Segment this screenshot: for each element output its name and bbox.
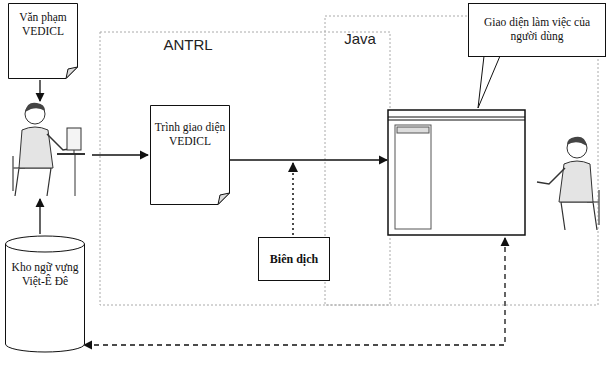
- callout-box: Giao diện làm việc của người dùng: [468, 3, 606, 57]
- document-shape: Văn phạm VEDICL: [8, 3, 78, 79]
- document-border: [151, 106, 230, 205]
- node-text: Giao diện làm việc của người dùng: [469, 16, 605, 44]
- database-cylinder: Kho ngữ vựng Việt-Ê Đê: [5, 235, 85, 353]
- cylinder-rim: [6, 244, 85, 252]
- callout-tail: [478, 56, 500, 108]
- compile-arrow: [292, 163, 294, 235]
- cylinder-outline: [5, 235, 85, 353]
- process-box: Biên dịch: [258, 237, 330, 281]
- document-shape: Trình giao diện VEDICL: [150, 105, 230, 205]
- feedback-arrow: [84, 238, 505, 345]
- input-arrow: [39, 199, 40, 234]
- node-text: Văn phạm VEDICL: [8, 11, 78, 39]
- region-label: Java: [344, 30, 376, 47]
- node-text: Biên dịch: [259, 252, 329, 266]
- document-outline: [150, 105, 230, 205]
- region-label: ANTRL: [163, 36, 212, 53]
- developer-figure: [13, 103, 85, 196]
- antlr-region: [100, 32, 390, 305]
- build-arrow: [92, 154, 148, 155]
- node-text: Trình giao diện VEDICL: [150, 121, 230, 149]
- document-fold: [66, 67, 78, 79]
- document-fold: [218, 193, 230, 205]
- user-figure: [537, 137, 599, 230]
- document-border: [9, 4, 78, 79]
- output-arrow: [227, 159, 387, 160]
- cylinder-body: [6, 236, 85, 352]
- input-arrow: [39, 80, 40, 101]
- user-window: [388, 110, 525, 235]
- node-text: Kho ngữ vựng Việt-Ê Đê: [5, 261, 85, 289]
